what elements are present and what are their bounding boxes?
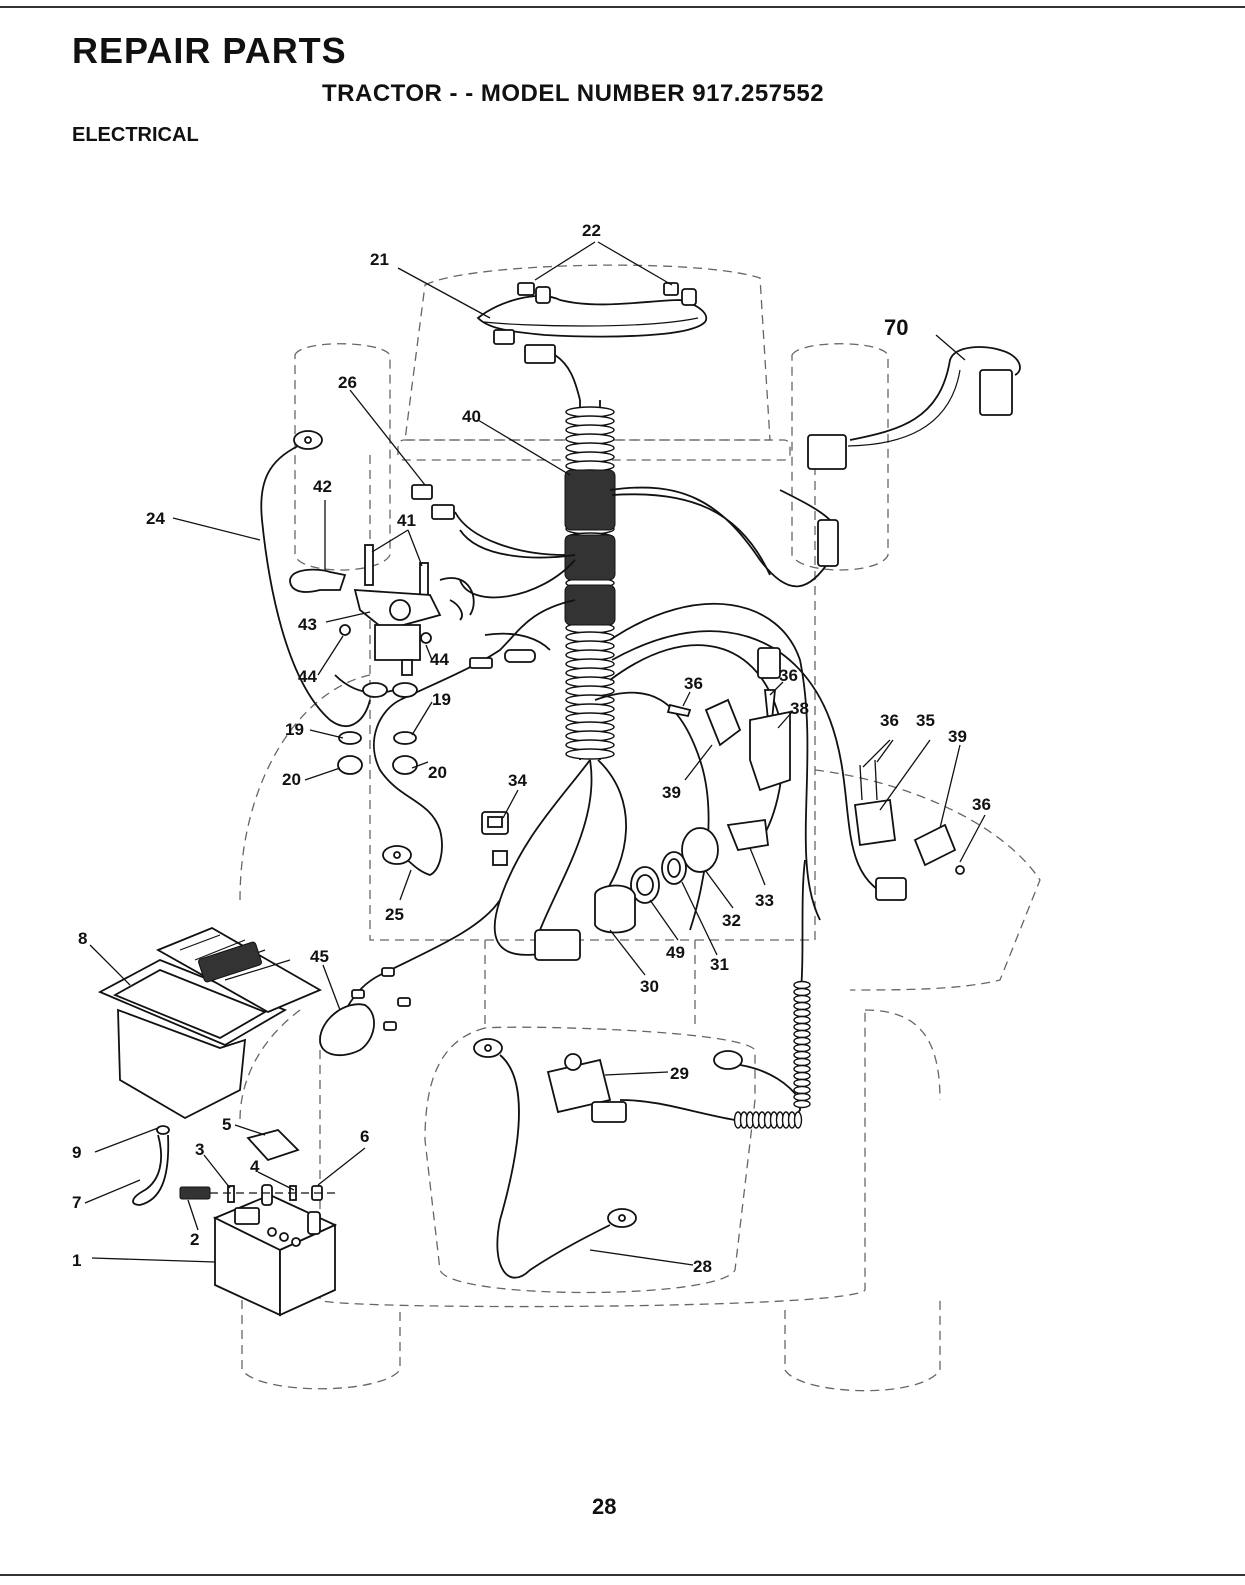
coiled-lead-ring	[794, 982, 810, 989]
callout-36-d: 36	[972, 795, 991, 814]
solenoid-assembly	[290, 485, 565, 875]
coiled-lead-ring	[794, 1038, 810, 1045]
callout-20-right: 20	[428, 763, 447, 782]
coiled-lead-ring	[794, 1094, 810, 1101]
callout-35: 35	[916, 711, 935, 730]
callout-2: 2	[190, 1230, 199, 1249]
coiled-lead-ring	[794, 1080, 810, 1087]
callout-38: 38	[790, 699, 809, 718]
callout-49: 49	[666, 943, 685, 962]
bottom-border-line	[0, 1574, 1245, 1576]
coiled-lead-ring	[794, 1003, 810, 1010]
coiled-lead-ring	[794, 1066, 810, 1073]
callout-7: 7	[72, 1193, 81, 1212]
battery-hardware-2-7-9	[133, 1126, 340, 1205]
callout-40: 40	[462, 407, 481, 426]
callout-41: 41	[397, 511, 416, 530]
callout-9: 9	[72, 1143, 81, 1162]
coiled-lead-ring	[794, 1052, 810, 1059]
coiled-lead-ring	[794, 1101, 810, 1108]
loom-coil-ring	[566, 749, 614, 759]
callout-28: 28	[693, 1257, 712, 1276]
callout-8: 8	[78, 929, 87, 948]
callout-45: 45	[310, 947, 329, 966]
callout-24: 24	[146, 509, 165, 528]
callout-20-left: 20	[282, 770, 301, 789]
callout-26: 26	[338, 373, 357, 392]
switch-34	[482, 812, 508, 865]
harness-boot-45	[320, 968, 410, 1055]
coiled-lead-ring	[794, 1059, 810, 1066]
callout-34: 34	[508, 771, 527, 790]
callout-36-b: 36	[779, 666, 798, 685]
callout-36-c: 36	[880, 711, 899, 730]
callout-5: 5	[222, 1115, 231, 1134]
callout-1: 1	[72, 1251, 81, 1270]
callout-44-right: 44	[430, 650, 449, 669]
callout-30: 30	[640, 977, 659, 996]
callout-31: 31	[710, 955, 729, 974]
callout-44-left: 44	[298, 667, 317, 686]
callout-3: 3	[195, 1140, 204, 1159]
coiled-lead	[735, 982, 811, 1129]
ground-strap-25	[383, 846, 411, 864]
callout-36-a: 36	[684, 674, 703, 693]
battery-box-8	[100, 928, 320, 1118]
battery-1	[215, 1185, 335, 1315]
coiled-lead-ring	[794, 1087, 810, 1094]
callout-19-left: 19	[285, 720, 304, 739]
callout-32: 32	[722, 911, 741, 930]
callout-39-a: 39	[662, 783, 681, 802]
callout-33: 33	[755, 891, 774, 910]
coiled-lead-ring	[794, 1010, 810, 1017]
coiled-lead-ring	[794, 996, 810, 1003]
page-number: 28	[592, 1494, 616, 1520]
callout-70: 70	[884, 315, 908, 340]
loom-coil-rings	[566, 407, 614, 759]
callout-6: 6	[360, 1127, 369, 1146]
callout-43: 43	[298, 615, 317, 634]
coiled-lead-ring	[794, 1031, 810, 1038]
coiled-lead-ring	[794, 1045, 810, 1052]
callout-19-right: 19	[432, 690, 451, 709]
coiled-lead-ring	[795, 1112, 802, 1128]
callout-42: 42	[313, 477, 332, 496]
coiled-lead-ring	[794, 989, 810, 996]
coiled-lead-ring	[794, 1073, 810, 1080]
headlight-harness	[478, 283, 706, 400]
callout-labels: 1 2 3 4 5 6 7 8 9 19 19 20 20 21 22 24 2…	[72, 221, 991, 1276]
callout-22: 22	[582, 221, 601, 240]
callout-39-b: 39	[948, 727, 967, 746]
callout-29: 29	[670, 1064, 689, 1083]
seat-switch-harness-70	[780, 347, 1020, 566]
coiled-lead-ring	[794, 1017, 810, 1024]
coiled-lead-ring	[794, 1024, 810, 1031]
callout-21: 21	[370, 250, 389, 269]
callout-4: 4	[250, 1157, 260, 1176]
tractor-phantom-outline	[240, 265, 1040, 1391]
callout-leader-lines	[85, 242, 985, 1265]
callout-25: 25	[385, 905, 404, 924]
